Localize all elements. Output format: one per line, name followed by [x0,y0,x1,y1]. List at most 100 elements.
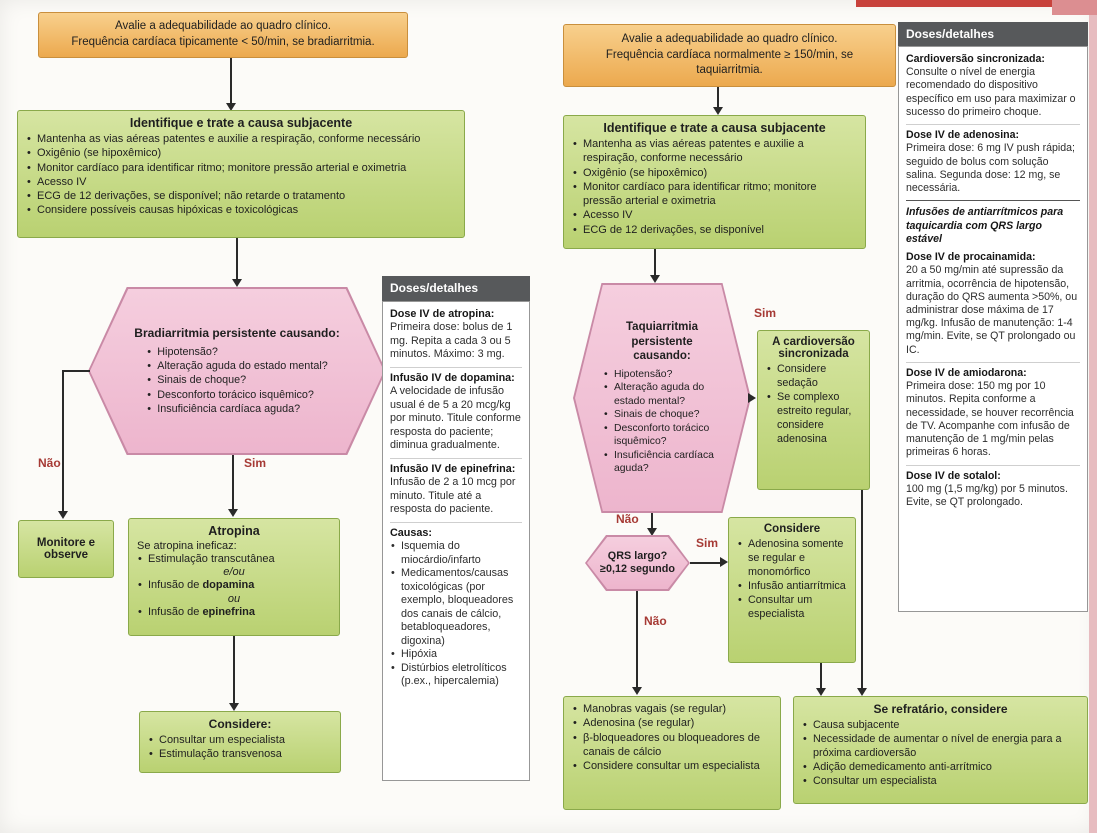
connector-qrs-vagal [636,591,638,688]
list-item: Sinais de choque? [603,408,721,422]
list-item: Monitor cardíaco para identificar ritmo;… [572,180,857,209]
tachy-assess-text: Avalie a adequabilidade ao quadro clínic… [605,33,854,77]
dose-heading: Infusão IV de epinefrina: [390,462,516,475]
list-item: Se complexo estreito regular, considere … [766,390,861,446]
list-item: Desconforto torácico isquêmico? [146,388,327,402]
connector-decision-qrs [651,513,653,530]
dose-section: Cardioversão sincronizada: Consulte o ní… [906,53,1080,119]
atropine-item-text: Estimulação transcutânea [148,553,275,565]
atropine-list: Infusão de dopamina [137,578,331,593]
cardioversion-box: A cardioversão sincronizada Considere se… [757,330,870,490]
list-item: Acesso IV [26,175,456,190]
dose-text: Consulte o nível de energia recomendado … [906,66,1076,118]
list-item: Alteração aguda do estado mental? [146,359,327,373]
arrowhead-right [720,557,728,567]
tachy-decision-title: Taquiarritmia persistente causando: [626,321,698,363]
arrowhead-down [232,279,242,287]
dose-text: 20 a 50 mg/min até supressão da arritmia… [906,264,1078,356]
doses-header-text: Doses/detalhes [390,281,479,295]
tachy-doses-header: Doses/detalhes [898,22,1088,46]
dose-heading: Infusão IV de dopamina: [390,371,515,384]
brady-decision-title: Bradiarritmia persistente causando: [134,326,340,341]
brady-identify-title: Identifique e trate a causa subjacente [129,116,353,130]
list-item: Infusão antiarrítmica [737,579,847,593]
tachy-consider-list: Adenosina somente se regular e monomórfi… [737,537,847,621]
tachy-identify-list: Mantenha as vias aéreas patentes e auxil… [572,137,857,237]
dose-text: Infusão de 2 a 10 mcg por minuto. Titule… [390,476,516,516]
dose-section: Dose IV de adenosina: Primeira dose: 6 m… [906,124,1080,195]
list-item: Adenosina somente se regular e monomórfi… [737,537,847,579]
dose-section: Dose IV de procainamida: 20 a 50 mg/min … [906,251,1080,357]
list-item: Distúrbios eletrolíticos (p.ex., hiperca… [390,662,522,689]
atropine-title: Atropina [208,524,260,538]
atropine-list: Infusão de epinefrina [137,605,331,620]
brady-yes-label: Sim [244,456,267,470]
cardioversion-title: A cardioversão sincronizada [772,336,855,360]
dose-text: Primeira dose: 6 mg IV push rápida; segu… [906,142,1075,195]
tachy-decision-hexagon: Taquiarritmia persistente causando: Hipo… [573,283,751,513]
tachy-decision-list: Hipotensão? Alteração aguda do estado me… [603,368,721,476]
cardioversion-list: Considere sedação Se complexo estreito r… [766,362,861,446]
brady-assess-box: Avalie a adequabilidade ao quadro clínic… [38,12,408,58]
list-item: Mantenha as vias aéreas patentes e auxil… [26,132,456,147]
list-item: Considere consultar um especialista [572,759,772,774]
dose-heading: Dose IV de procainamida: [906,251,1036,264]
connector-atropine-consider [233,636,235,704]
list-item: Hipóxia [390,648,522,662]
monitor-observe-box: Monitore e observe [18,520,114,578]
arrowhead-down [816,688,826,696]
dose-heading: Dose IV de atropina: [390,308,495,320]
list-item: Manobras vagais (se regular) [572,702,772,717]
arrowhead-right [748,393,756,403]
tachy-consider-box: Considere Adenosina somente se regular e… [728,517,856,663]
atropine-list: Estimulação transcutânea [137,552,331,567]
refractory-list: Causa subjacente Necessidade de aumentar… [802,718,1079,788]
atropine-item-bold: epinefrina [202,605,256,618]
monitor-observe-text: Monitore e observe [36,537,96,561]
qrs-decision-hexagon: QRS largo? ≥0,12 segundo [585,535,690,591]
dose-section: Infusão IV de epinefrina: Infusão de 2 a… [390,457,522,517]
list-item: Estimulação transcutânea [137,552,331,567]
list-item: Desconforto torácico isquêmico? [603,422,721,449]
list-item: Causa subjacente [802,718,1079,732]
list-item: Monitor cardíaco para identificar ritmo;… [26,161,456,176]
dose-section-causes: Causas: Isquemia do miocárdio/infarto Me… [390,521,522,689]
connector-identify-decision [236,238,238,280]
list-item: Isquemia do miocárdio/infarto [390,540,522,567]
connector-qrs-consider [690,562,720,564]
vagal-list: Manobras vagais (se regular) Adenosina (… [572,702,772,774]
arrowhead-down [228,509,238,517]
tachy-identify-title: Identifique e trate a causa subjacente [603,121,826,135]
brady-consider-title: Considere: [208,717,272,731]
list-item: Hipotensão? [146,345,327,359]
connector-identify-decision [654,249,656,277]
list-item: Adição demedicamento anti-arrítmico [802,760,1079,774]
list-item: Insuficiência cardíaca aguda? [146,402,327,416]
list-item: Infusão de epinefrina [137,605,331,620]
arrowhead-down [226,103,236,111]
list-item: Necessidade de aumentar o nível de energ… [802,732,1079,760]
arrowhead-down [650,275,660,283]
atropine-item-text: Infusão de [148,605,203,618]
list-item: Hipotensão? [603,368,721,382]
list-item: β-bloqueadores ou bloqueadores de canais… [572,731,772,760]
arrowhead-down [857,688,867,696]
dose-text: A velocidade de infusão usual é de 5 a 2… [390,385,521,452]
list-item: Mantenha as vias aéreas patentes e auxil… [572,137,857,166]
causes-list: Isquemia do miocárdio/infarto Medicament… [390,540,522,688]
atropine-connector-text: e/ou [223,566,245,579]
brady-decision-hexagon: Bradiarritmia persistente causando: Hipo… [88,287,386,455]
tachy-assess-box: Avalie a adequabilidade ao quadro clínic… [563,24,896,87]
brady-doses-header: Doses/detalhes [382,276,530,301]
list-item: Estimulação transvenosa [148,747,332,762]
dose-heading: Dose IV de sotalol: [906,469,1001,482]
list-item: ECG de 12 derivações, se disponível; não… [26,189,456,204]
vagal-box: Manobras vagais (se regular) Adenosina (… [563,696,781,810]
list-item: Infusão de dopamina [137,578,331,593]
brady-consider-list: Consultar um especialista Estimulação tr… [148,733,332,762]
tachy-yes-label-1: Sim [754,306,777,320]
connector-assess-identify [230,58,232,104]
brady-no-label: Não [38,456,61,470]
list-item: Medicamentos/causas toxicológicas (por e… [390,567,522,648]
atropine-item-text: Infusão de [148,579,203,592]
